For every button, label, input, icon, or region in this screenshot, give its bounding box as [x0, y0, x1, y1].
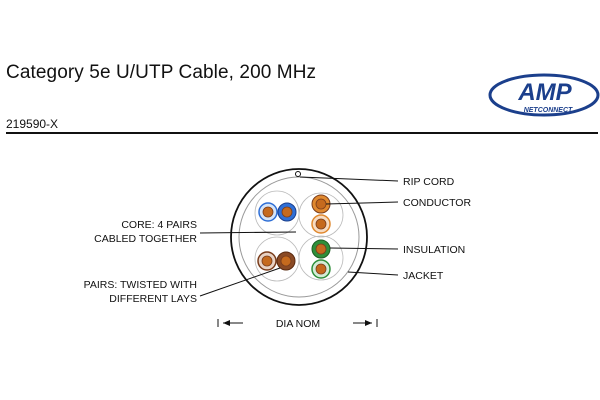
label-jacket: JACKET — [403, 270, 444, 282]
label-core-line1: CORE: 4 PAIRS — [121, 219, 197, 231]
leader-rip-cord — [299, 176, 399, 182]
arrowhead-right-icon — [365, 320, 372, 326]
header-divider — [6, 132, 598, 134]
logo-swoosh — [488, 73, 600, 117]
jacket-outer — [230, 168, 368, 306]
pair-blue — [258, 202, 297, 222]
rip-cord — [295, 171, 301, 177]
conductor — [261, 255, 273, 267]
pair-enclosure — [298, 192, 344, 238]
leader-core — [199, 231, 297, 234]
label-conductor: CONDUCTOR — [403, 197, 471, 209]
leader-jacket — [347, 271, 399, 276]
conductor — [315, 198, 327, 210]
conductor — [315, 263, 327, 275]
label-core-line2: CABLED TOGETHER — [94, 233, 197, 245]
logo-brand: AMP — [517, 79, 572, 106]
conductor — [280, 255, 292, 267]
conductor — [281, 206, 293, 218]
pair-green — [311, 239, 331, 279]
leader-insulation — [329, 247, 399, 250]
label-pairs-line1: PAIRS: TWISTED WITH — [84, 279, 197, 291]
arrowhead-left-icon — [223, 320, 230, 326]
label-insulation: INSULATION — [403, 244, 465, 256]
label-rip-cord: RIP CORD — [403, 176, 455, 188]
leader-pairs — [199, 267, 281, 297]
part-number: 219590-X — [6, 117, 59, 131]
conductor — [262, 206, 274, 218]
pair-brown — [257, 251, 296, 271]
page-title: Category 5e U/UTP Cable, 200 MHz — [6, 62, 317, 83]
amp-netconnect-logo: AMP NETCONNECT — [488, 73, 600, 117]
logo-sub: NETCONNECT — [524, 107, 573, 114]
label-dia-nom: DIA NOM — [276, 318, 320, 330]
conductor — [315, 218, 327, 230]
pair-orange — [311, 194, 331, 234]
pair-enclosure — [298, 235, 344, 281]
jacket-inner — [238, 176, 360, 298]
leader-conductor — [325, 201, 399, 205]
label-pairs-line2: DIFFERENT LAYS — [109, 293, 197, 305]
conductor — [315, 243, 327, 255]
